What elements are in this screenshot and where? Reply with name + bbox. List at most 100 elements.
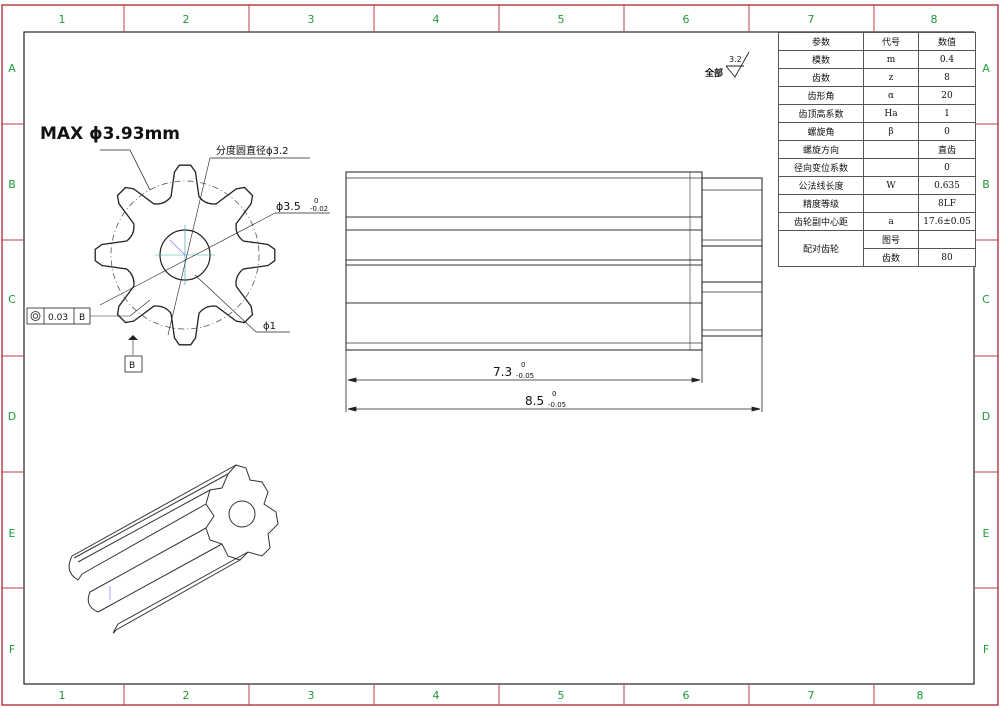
param-name: 公法线长度 [778, 176, 864, 195]
param-name: 齿形角 [778, 86, 864, 105]
runout-leader-angle [129, 299, 151, 317]
param-symbol: z [863, 68, 919, 87]
zone-row-c: C [8, 293, 16, 306]
param-name: 径向变位系数 [778, 158, 864, 177]
gear-outline [94, 164, 276, 346]
zone-row-d: D [982, 410, 990, 423]
zone-row-b: B [982, 178, 990, 191]
param-symbol: Ha [863, 104, 919, 123]
param-name: 螺旋角 [778, 122, 864, 141]
shaft-body [345, 171, 703, 351]
param-value: 0.635 [918, 176, 976, 195]
center-mark [169, 239, 186, 256]
param-value: 17.6±0.05 [918, 212, 976, 231]
param-symbol: β [863, 122, 919, 141]
roughness-prefix: 全部 [704, 67, 723, 79]
runout-value: 0.03 [48, 313, 68, 323]
param-symbol [863, 158, 919, 177]
roughness-check-icon [725, 51, 750, 78]
sheet-border-outer [1, 4, 999, 706]
length-7-3: 7.3 [493, 365, 512, 379]
outer-dia-tol-lower: -0.02 [310, 205, 328, 213]
param-value: 8 [918, 68, 976, 87]
zone-row-b: B [8, 178, 16, 191]
datum-letter: B [129, 361, 135, 371]
zone-row-labels-left: A B C D E F [8, 62, 16, 656]
header-value: 数值 [918, 32, 976, 51]
zone-row-a: A [982, 62, 990, 75]
zone-col-3: 3 [308, 689, 315, 702]
datum-box: B [124, 355, 143, 373]
header-symbol: 代号 [863, 32, 919, 51]
zone-col-4: 4 [433, 689, 440, 702]
length-dimensions [345, 336, 763, 412]
bore-dia-note: ϕ1 [263, 321, 276, 332]
table-header-row: 参数 代号 数值 [778, 32, 976, 51]
iso-gear-face [205, 464, 279, 561]
zone-row-labels-right: A B C D E F [982, 62, 990, 656]
zone-col-5: 5 [558, 689, 565, 702]
mating-field: 图号 [863, 230, 919, 249]
outer-dia-leader [99, 212, 276, 306]
zone-column-labels-top: 1 2 3 4 5 6 7 8 [59, 13, 938, 26]
runout-feature-frame: 0.03 B [26, 307, 91, 325]
param-name: 齿顶高系数 [778, 104, 864, 123]
zone-row-e: E [983, 527, 990, 540]
zone-col-7: 7 [808, 689, 815, 702]
zone-col-5: 5 [558, 13, 565, 26]
header-param: 参数 [778, 32, 864, 51]
roughness-symbol: 全部 3.2 [704, 51, 750, 79]
datum-triangle [128, 335, 138, 340]
concentricity-icon [30, 311, 41, 321]
param-value: 直齿 [918, 140, 976, 159]
max-diameter-note: MAX ϕ3.93mm [40, 124, 180, 144]
max-leader-angle [129, 149, 151, 191]
table-row: 径向变位系数 0 [778, 158, 976, 177]
length-7-3-upper: 0 [521, 361, 525, 369]
pitch-circle-note: 分度圆直径ϕ3.2 [216, 144, 289, 157]
zone-row-f: F [983, 643, 989, 656]
gear-front-view [90, 149, 330, 355]
param-symbol [863, 194, 919, 213]
iso-bore [228, 500, 256, 528]
zone-row-e: E [9, 527, 16, 540]
zone-col-2: 2 [183, 13, 190, 26]
gear-isometric-view [68, 464, 279, 634]
param-name: 齿轮副中心距 [778, 212, 864, 231]
zone-row-c: C [982, 293, 990, 306]
zone-col-4: 4 [433, 13, 440, 26]
shaft-step-lower [701, 281, 763, 337]
table-row: 螺旋方向直齿 [778, 140, 976, 159]
zone-col-3: 3 [308, 13, 315, 26]
zone-row-a: A [8, 62, 16, 75]
zone-col-8: 8 [931, 13, 938, 26]
param-value: 1 [918, 104, 976, 123]
param-symbol [863, 140, 919, 159]
zone-col-1: 1 [59, 689, 66, 702]
runout-datum: B [79, 313, 85, 323]
zone-col-7: 7 [808, 13, 815, 26]
zone-column-labels-bottom: 1 2 3 4 5 6 7 8 [59, 689, 924, 702]
length-7-3-lower: -0.05 [516, 372, 534, 380]
mating-value [918, 230, 976, 249]
roughness-value: 3.2 [729, 55, 742, 64]
length-8-5-upper: 0 [552, 390, 556, 398]
bore-leader [194, 274, 257, 333]
zone-col-1: 1 [59, 13, 66, 26]
param-symbol: m [863, 50, 919, 69]
param-symbol: α [863, 86, 919, 105]
outer-dia-note: ϕ3.5 [276, 200, 301, 213]
zone-col-2: 2 [183, 689, 190, 702]
mating-row: 配对齿轮图号 [778, 230, 976, 267]
outer-dia-tol-upper: 0 [314, 197, 318, 205]
param-symbol: W [863, 176, 919, 195]
param-value: 0 [918, 158, 976, 177]
